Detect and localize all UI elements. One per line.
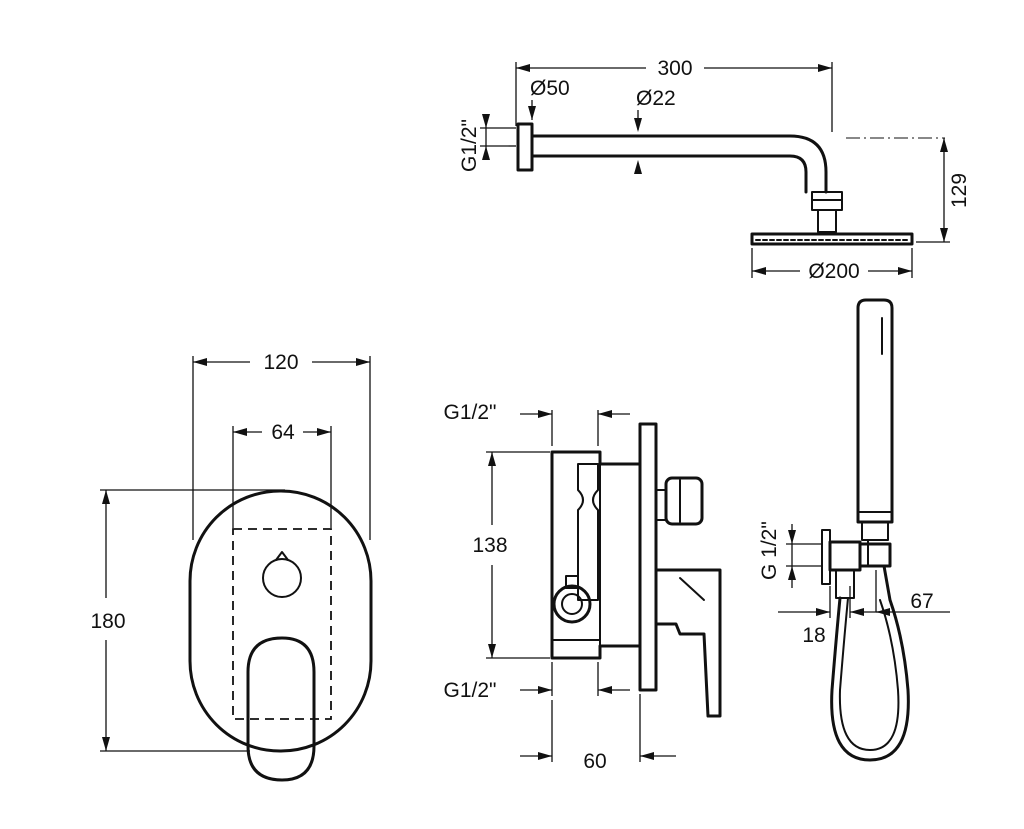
inlet-fitting	[552, 584, 592, 624]
arm-pipe-top	[530, 134, 828, 194]
cover-plate	[188, 489, 373, 753]
diverter-knob	[262, 558, 302, 598]
rough-in-box-outline	[232, 528, 332, 720]
shower-arm-view: 300 Ø50 Ø22 G1/2" 129 Ø200	[458, 57, 971, 283]
arm-height-label: 129	[948, 173, 971, 208]
wall-flange	[516, 122, 534, 172]
front-width-label: 120	[263, 351, 298, 374]
hand-shower-view: G 1/2" 18 67	[758, 298, 950, 762]
hand-offset-label: 18	[802, 624, 825, 647]
mixer-side-view: G1/2" 138 G1/2" 60	[444, 401, 722, 773]
hose-outer	[830, 564, 910, 762]
shower-head	[750, 232, 914, 246]
front-inner-width-label: 64	[271, 421, 295, 444]
lever-handle	[246, 636, 316, 782]
wall-plate-edge	[638, 422, 658, 692]
arm-length-label: 300	[657, 57, 692, 80]
hand-thread-label: G 1/2"	[758, 521, 781, 580]
rough-in-body	[550, 450, 642, 660]
pipe-diameter-label: Ø22	[636, 87, 676, 110]
arm-pipe-bottom	[530, 154, 808, 194]
holder	[858, 542, 892, 568]
front-height-label: 180	[90, 610, 125, 633]
flange-diameter-label: Ø50	[530, 77, 570, 100]
lever-side	[654, 568, 722, 718]
handset	[856, 298, 894, 524]
side-body-height-label: 138	[472, 534, 507, 557]
head-diameter-label: Ø200	[808, 260, 859, 283]
side-bottom-thread-label: G1/2"	[444, 679, 497, 702]
hand-length-label: 67	[910, 590, 933, 613]
diverter-knob-side	[664, 476, 704, 526]
arm-thread-label: G1/2"	[458, 119, 481, 172]
side-depth-label: 60	[583, 750, 606, 773]
mixer-front-view: 120 64 180	[90, 351, 373, 782]
side-top-thread-label: G1/2"	[444, 401, 497, 424]
